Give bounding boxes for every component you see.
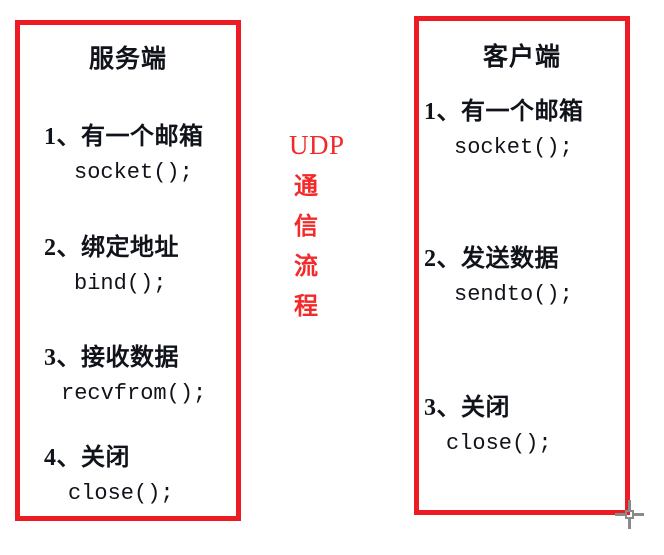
- center-caption-char-4: 程: [294, 294, 318, 320]
- center-caption-char-3: 流: [294, 254, 318, 280]
- client-step-3: 3、关闭 close();: [424, 396, 552, 455]
- server-step-3: 3、接收数据 recvfrom();: [44, 346, 206, 405]
- server-box: 服务端 1、有一个邮箱 socket(); 2、绑定地址 bind(); 3、接…: [15, 20, 241, 521]
- server-step-1: 1、有一个邮箱 socket();: [44, 125, 204, 184]
- server-step-1-call: socket();: [74, 160, 193, 185]
- server-step-2-title: 2、绑定地址: [44, 235, 179, 261]
- client-step-2-title: 2、发送数据: [424, 246, 559, 272]
- server-step-4-call: close();: [68, 481, 174, 506]
- center-caption-char-1: 通: [294, 174, 318, 200]
- client-step-1-title: 1、有一个邮箱: [424, 99, 584, 125]
- center-caption: UDP 通 信 流 程: [287, 130, 357, 320]
- server-box-title: 服务端: [88, 46, 167, 73]
- client-box-title: 客户端: [482, 44, 561, 71]
- server-step-3-call: recvfrom();: [61, 381, 207, 406]
- server-step-1-title: 1、有一个邮箱: [44, 124, 204, 150]
- server-step-2-call: bind();: [74, 271, 167, 296]
- client-box: 客户端: [414, 16, 630, 515]
- client-step-3-title: 3、关闭: [424, 395, 510, 421]
- client-step-2-call: sendto();: [454, 282, 573, 307]
- client-step-3-call: close();: [446, 431, 552, 456]
- center-caption-char-2: 信: [294, 214, 318, 240]
- server-step-2: 2、绑定地址 bind();: [44, 236, 179, 295]
- client-step-2: 2、发送数据 sendto();: [424, 247, 573, 306]
- center-caption-head: UDP: [289, 130, 345, 160]
- server-step-4: 4、关闭 close();: [44, 446, 174, 505]
- client-step-1: 1、有一个邮箱 socket();: [424, 100, 584, 159]
- client-step-1-call: socket();: [454, 135, 573, 160]
- server-step-4-title: 4、关闭: [44, 445, 130, 471]
- server-step-3-title: 3、接收数据: [44, 345, 179, 371]
